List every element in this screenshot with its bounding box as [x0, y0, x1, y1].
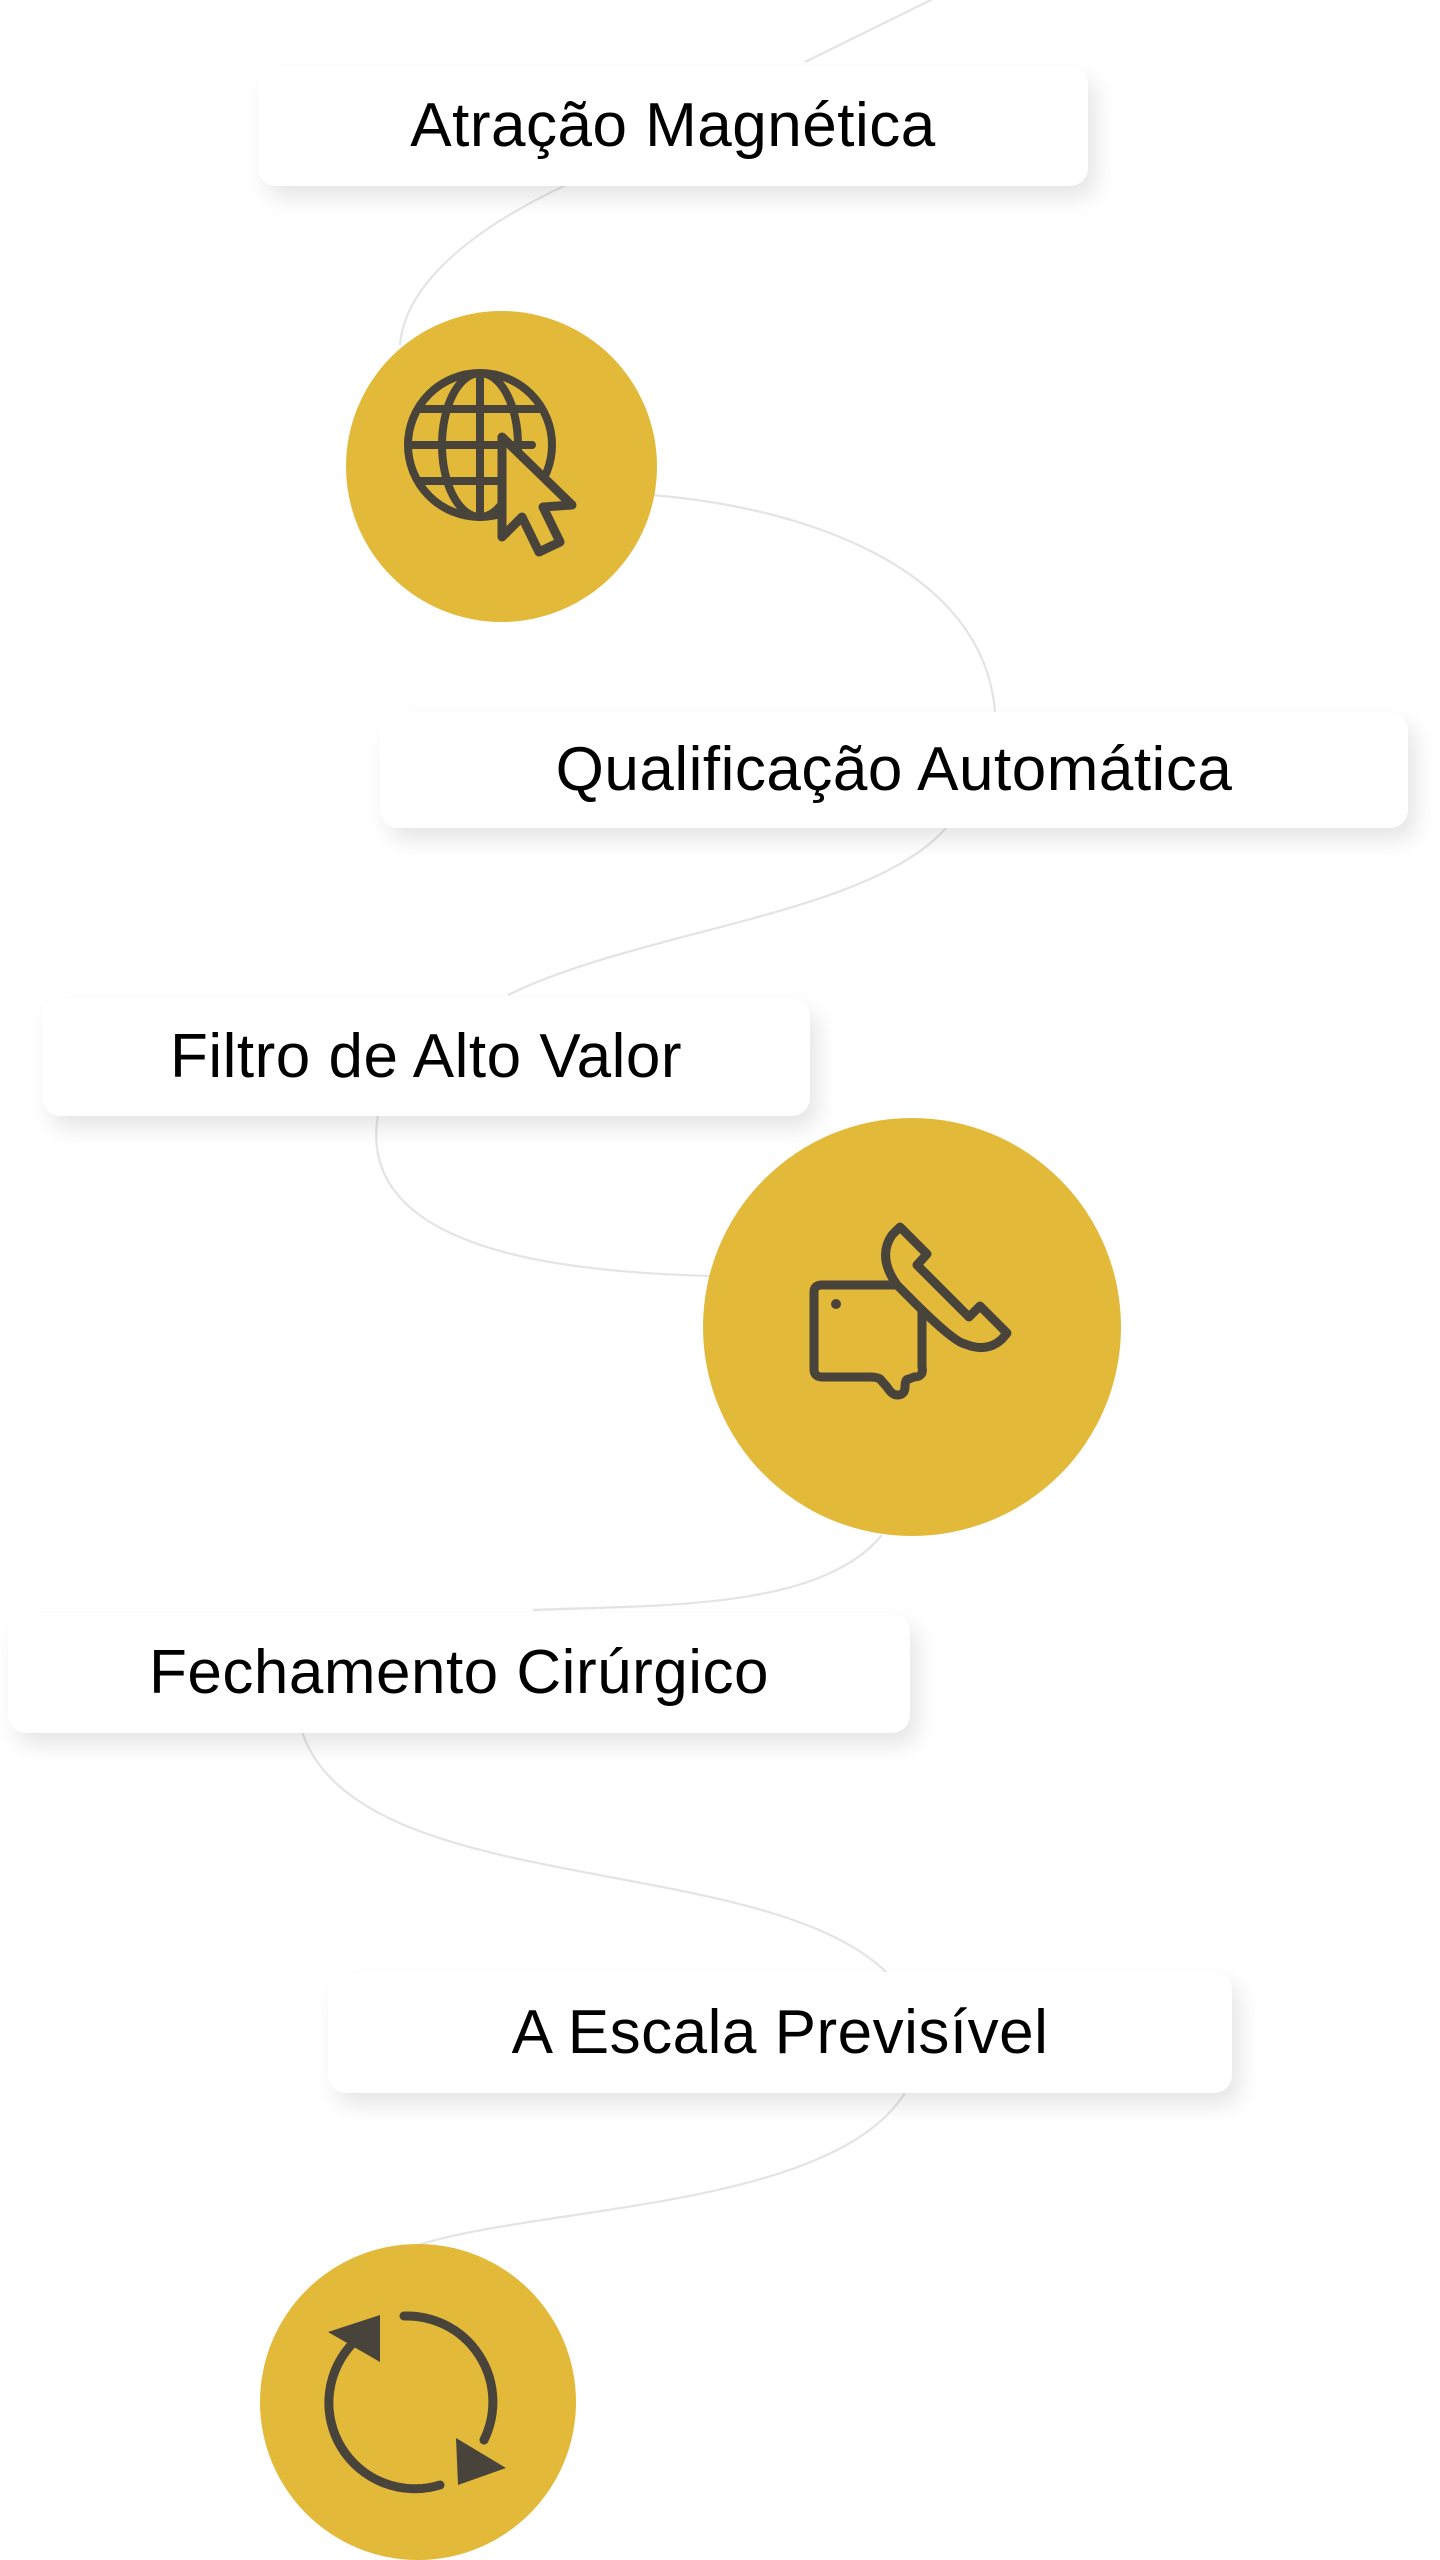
- icon-circle-refresh: [260, 2244, 576, 2560]
- step-card-filtro-alto-valor: Filtro de Alto Valor: [42, 998, 810, 1116]
- step-card-escala-previsivel: A Escala Previsível: [328, 1972, 1232, 2093]
- step-label: Atração Magnética: [410, 91, 936, 160]
- connector-top: [804, 0, 934, 63]
- step-label: Qualificação Automática: [555, 735, 1233, 804]
- globe-cursor-icon: [403, 368, 576, 556]
- icon-circle-phone: [703, 1118, 1121, 1536]
- step-label: A Escala Previsível: [511, 1997, 1049, 2067]
- step-card-qualificacao-automatica: Qualificação Automática: [380, 712, 1408, 828]
- refresh-cycle-icon: [324, 2311, 506, 2494]
- connector-card5-circle3: [414, 2092, 906, 2248]
- connector-card4-card5: [300, 1731, 887, 1973]
- phone-chat-icon: [809, 1222, 1012, 1400]
- connector-circle1-card2: [651, 493, 997, 713]
- icon-circle-web: [346, 311, 657, 622]
- connector-card3-circle2: [375, 1114, 713, 1278]
- connector-card1-circle1: [398, 184, 567, 346]
- step-label: Filtro de Alto Valor: [170, 1022, 682, 1091]
- connector-circle2-card4: [532, 1534, 883, 1612]
- step-card-fechamento-cirurgico: Fechamento Cirúrgico: [8, 1613, 910, 1733]
- step-card-atracao-magnetica: Atração Magnética: [258, 66, 1088, 186]
- connector-card2-card3: [507, 827, 947, 996]
- step-label: Fechamento Cirúrgico: [149, 1638, 769, 1707]
